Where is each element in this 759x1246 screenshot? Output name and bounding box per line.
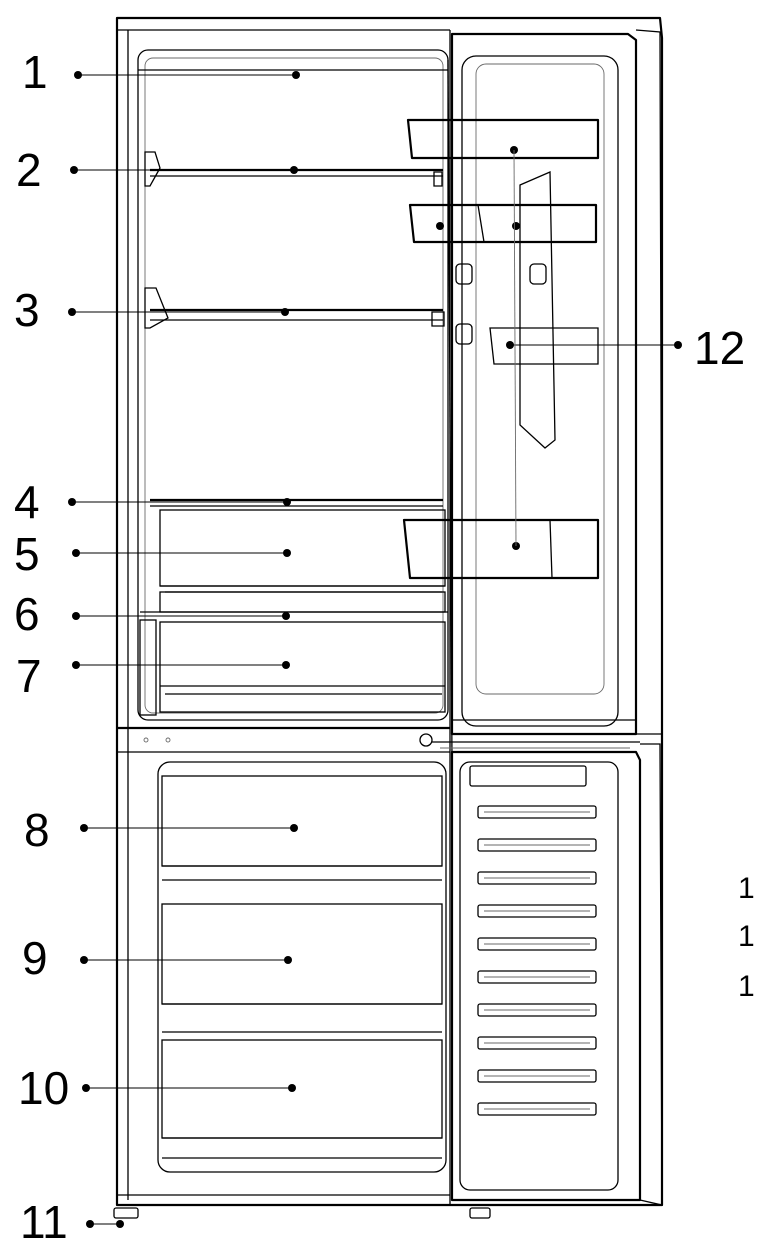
leader-dot <box>72 549 80 557</box>
leader-dot <box>506 341 514 349</box>
leader-dot <box>290 824 298 832</box>
door-bin-second <box>408 203 598 244</box>
callout-7: 7 <box>16 650 42 702</box>
margin-stub-1: 1 <box>738 872 755 905</box>
compartment-divider <box>117 726 450 753</box>
fridge-door <box>419 29 663 761</box>
vent-slot <box>477 838 597 852</box>
freezer-compartment <box>157 761 447 1173</box>
vent-slot <box>477 1069 597 1083</box>
leader-dot <box>72 661 80 669</box>
vent-slot <box>477 1036 597 1050</box>
door-bin-dot <box>512 222 520 230</box>
leader-dot <box>72 612 80 620</box>
vent-slot <box>477 937 597 951</box>
door-guide-line <box>513 149 517 547</box>
leader-dot <box>282 612 290 620</box>
crisper-drawer-5 <box>159 509 446 593</box>
leader-dot <box>116 1220 124 1228</box>
leader-dot <box>68 498 76 506</box>
callout-8: 8 <box>24 804 50 856</box>
vent-slot <box>477 970 597 984</box>
vent-slot <box>477 805 597 819</box>
margin-stub-3: 1 <box>738 970 755 1003</box>
crisper-drawer-7 <box>139 619 446 716</box>
callout-9: 9 <box>22 932 48 984</box>
leader-dot <box>80 956 88 964</box>
freezer-door-vents <box>477 805 597 1116</box>
adjustable-feet-11 <box>113 1204 491 1219</box>
door-bin-top <box>406 118 600 160</box>
leader-dot <box>288 1084 296 1092</box>
vent-slot <box>477 871 597 885</box>
leader-dot <box>86 1220 94 1228</box>
leader-dot <box>284 956 292 964</box>
leader-dot <box>82 1084 90 1092</box>
leader-dot <box>281 308 289 316</box>
callout-11: 11 <box>20 1196 68 1246</box>
freezer-drawer-9 <box>161 903 443 1033</box>
door-bin-dot <box>436 222 444 230</box>
leader-dot <box>80 824 88 832</box>
callout-2: 2 <box>16 144 42 196</box>
leader-dot <box>282 661 290 669</box>
leader-dot <box>283 498 291 506</box>
vent-slot <box>477 1003 597 1017</box>
vent-slot <box>477 904 597 918</box>
door-bin-bottom <box>402 518 600 580</box>
bottle-rack-12 <box>489 171 599 449</box>
callout-1: 1 <box>22 46 48 98</box>
fridge-compartment <box>137 49 449 721</box>
glass-shelf-3 <box>144 287 445 329</box>
crisper-cover-6 <box>140 591 448 613</box>
callout-10: 10 <box>18 1062 69 1114</box>
leader-dot <box>292 71 300 79</box>
callout-5: 5 <box>14 528 40 580</box>
freezer-door <box>450 743 663 1206</box>
freezer-drawer-10 <box>161 1039 443 1159</box>
leader-dot <box>68 308 76 316</box>
leader-dot <box>74 71 82 79</box>
leader-dot <box>290 166 298 174</box>
leader-dot <box>674 341 682 349</box>
callout-leaders <box>68 71 682 1228</box>
leader-dot <box>70 166 78 174</box>
callout-3: 3 <box>14 284 40 336</box>
callout-4: 4 <box>14 476 40 528</box>
callout-12: 12 <box>694 322 745 374</box>
glass-shelf-4 <box>150 498 443 507</box>
callout-6: 6 <box>14 588 40 640</box>
vent-slot <box>477 1102 597 1116</box>
freezer-drawer-8 <box>161 775 443 881</box>
leader-dot <box>283 549 291 557</box>
margin-stub-2: 1 <box>738 920 755 953</box>
